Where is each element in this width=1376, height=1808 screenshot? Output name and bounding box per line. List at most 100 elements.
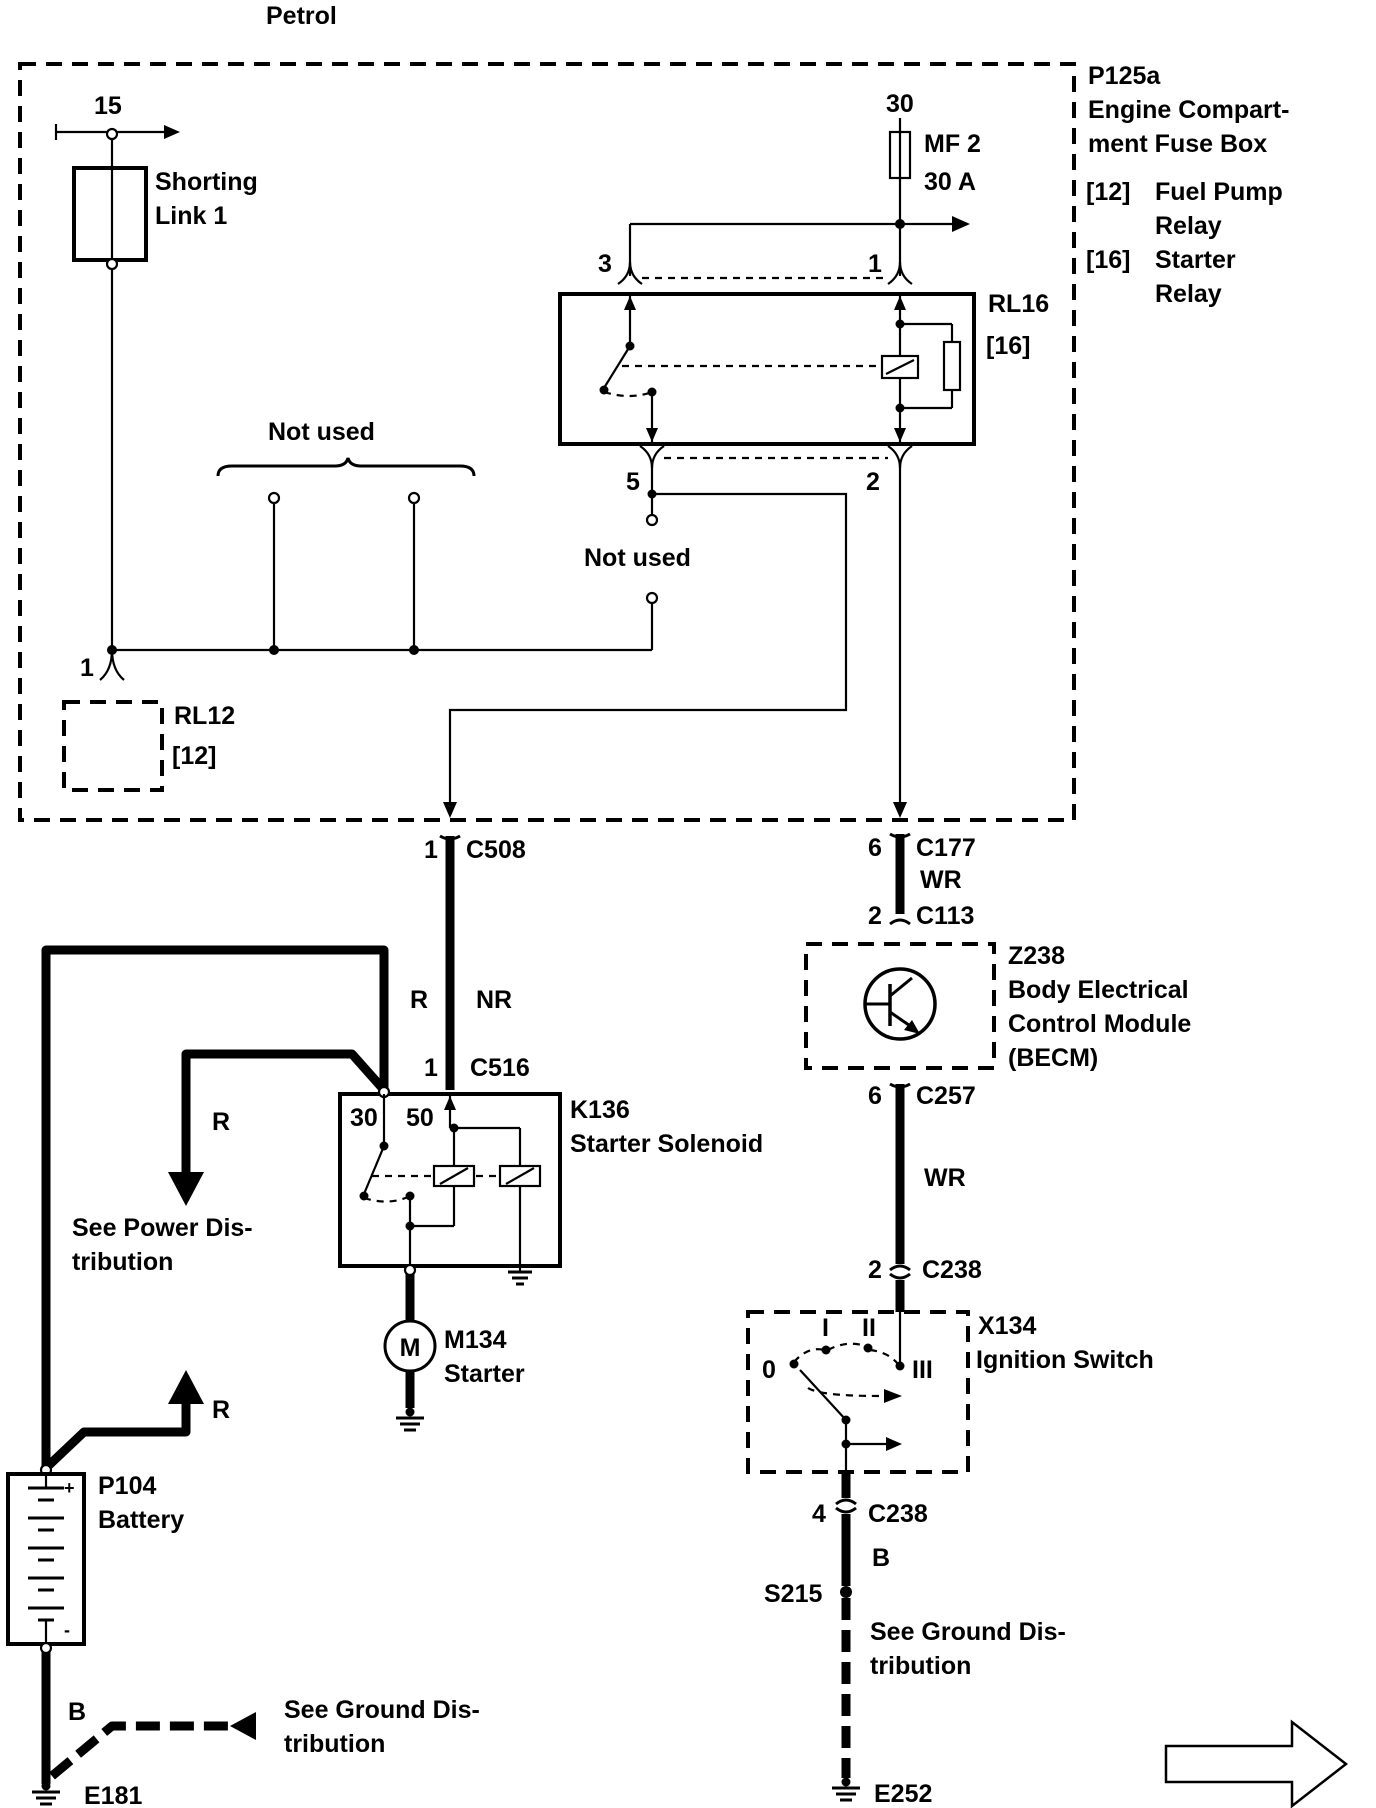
solenoid-term-50: 50 xyxy=(406,1104,434,1132)
c177-pin: 6 xyxy=(868,834,882,862)
battery-bottom-node xyxy=(39,1641,53,1655)
ground-e181-label: E181 xyxy=(84,1782,142,1808)
fuse-box-name-1: Engine Compart- xyxy=(1088,96,1289,124)
not-used-middle-label: Not used xyxy=(584,544,691,572)
wire-r-battery-out xyxy=(42,1392,191,1472)
legend-starter-1: Starter xyxy=(1155,246,1236,274)
becm-name-1: Body Electrical xyxy=(1008,976,1189,1004)
ground-right-ref-1: See Ground Dis- xyxy=(870,1618,1066,1646)
becm-box xyxy=(804,942,996,1070)
ground-left-ref-1: See Ground Dis- xyxy=(284,1696,480,1724)
c508-label: C508 xyxy=(466,836,526,864)
relay-pin-2: 2 xyxy=(866,468,880,496)
wire-b-ignition-label: B xyxy=(872,1544,890,1572)
next-page-arrow-icon[interactable] xyxy=(1164,1719,1349,1808)
starter-name: Starter xyxy=(444,1360,525,1388)
wire-nr-label: NR xyxy=(476,986,512,1014)
power-ref-1: See Power Dis- xyxy=(72,1214,253,1242)
ground-left-ref-2: tribution xyxy=(284,1730,385,1758)
not-used-pin-a xyxy=(267,491,281,505)
ground-e252-label: E252 xyxy=(874,1780,932,1808)
legend-key-16: [16] xyxy=(1086,246,1130,274)
battery-cells xyxy=(28,1474,64,1644)
legend-key-12: [12] xyxy=(1086,178,1130,206)
starter-id: M134 xyxy=(444,1326,507,1354)
wire-r-left-label: R xyxy=(212,1108,230,1136)
rl12-connector-symbol xyxy=(99,649,125,681)
c508-pin: 1 xyxy=(424,836,438,864)
shorting-link-label-1: Shorting xyxy=(155,168,258,196)
ignition-pos-2: II xyxy=(862,1314,876,1342)
fuse-rating: 30 A xyxy=(924,168,976,196)
rl12-id: RL12 xyxy=(174,702,235,730)
ground-e252-icon xyxy=(832,1777,860,1802)
rl12-box xyxy=(62,700,164,792)
battery-id: P104 xyxy=(98,1472,156,1500)
c238a-label: C238 xyxy=(922,1256,982,1284)
rl16-id: RL16 xyxy=(988,290,1049,318)
pin5-to-c508-wire xyxy=(448,492,848,806)
not-used-brace xyxy=(216,457,476,477)
legend-fuel-pump-1: Fuel Pump xyxy=(1155,178,1283,206)
splice-s215 xyxy=(840,1586,852,1598)
ground-left-arrow xyxy=(230,1712,256,1740)
solenoid-name: Starter Solenoid xyxy=(570,1130,763,1158)
power-distribution-arrow-down xyxy=(168,1172,204,1206)
c113-connector xyxy=(889,918,911,926)
shorting-link-bottom-terminal xyxy=(105,257,119,271)
starter-motor-letter: M xyxy=(400,1334,421,1362)
ignition-id: X134 xyxy=(978,1312,1036,1340)
power-ref-2: tribution xyxy=(72,1248,173,1276)
becm-name-2: Control Module xyxy=(1008,1010,1191,1038)
rl12-ref: [12] xyxy=(172,742,216,770)
fuse-box-enclosure xyxy=(18,62,1076,822)
becm-id: Z238 xyxy=(1008,942,1065,970)
c113-pin: 2 xyxy=(868,902,882,930)
bus-node-2 xyxy=(269,645,279,655)
relay-pin1-connector xyxy=(887,261,913,285)
wire-r-top-label: R xyxy=(410,986,428,1014)
rl16-box xyxy=(558,292,976,446)
shorting-link-box xyxy=(72,166,148,262)
terminal-15-label: 15 xyxy=(94,92,122,120)
solenoid-id: K136 xyxy=(570,1096,630,1124)
relay-feed-arrow xyxy=(952,216,970,232)
page-title: Petrol xyxy=(266,2,337,30)
ground-e181-icon xyxy=(32,1781,60,1806)
solenoid-term-30: 30 xyxy=(350,1104,378,1132)
transistor-icon xyxy=(863,967,937,1041)
power-distribution-arrow-up xyxy=(168,1370,204,1404)
wire-r-power-distribution xyxy=(181,1049,388,1186)
solenoid-out-node xyxy=(403,1263,417,1277)
fuse-box-id: P125a xyxy=(1088,62,1161,90)
relay-pin-3: 3 xyxy=(598,250,612,278)
not-used-top-label: Not used xyxy=(268,418,375,446)
not-used-mid-pin xyxy=(645,591,659,605)
terminal-30-label: 30 xyxy=(886,90,914,118)
c238b-connector xyxy=(835,1498,857,1514)
splice-s215-label: S215 xyxy=(764,1580,822,1608)
shorting-link-label-2: Link 1 xyxy=(155,202,227,230)
ignition-name: Ignition Switch xyxy=(976,1346,1154,1374)
c113-label: C113 xyxy=(916,902,974,930)
shorting-link-top-terminal xyxy=(105,127,119,141)
ground-right-ref-2: tribution xyxy=(870,1652,971,1680)
becm-name-3: (BECM) xyxy=(1008,1044,1098,1072)
battery-minus: - xyxy=(64,1620,70,1640)
rl12-pin-1: 1 xyxy=(80,654,94,682)
battery-plus: + xyxy=(64,1478,75,1498)
relay-pin-1: 1 xyxy=(868,250,882,278)
ground-left-dashed-wire xyxy=(49,1721,236,1780)
rl16-ref: [16] xyxy=(986,332,1030,360)
ignition-pos-0: 0 xyxy=(762,1356,776,1384)
bus-node-3 xyxy=(409,645,419,655)
pin5-not-used-terminal xyxy=(645,513,659,527)
wire-wr-upper-label: WR xyxy=(920,866,962,894)
fuse-box-name-2: ment Fuse Box xyxy=(1088,130,1267,158)
wire-wr-lower-label: WR xyxy=(924,1164,966,1192)
c177-label: C177 xyxy=(916,834,976,862)
fuse-id: MF 2 xyxy=(924,130,981,158)
starter-ground-icon xyxy=(396,1407,424,1432)
c257-pin: 6 xyxy=(868,1082,882,1110)
